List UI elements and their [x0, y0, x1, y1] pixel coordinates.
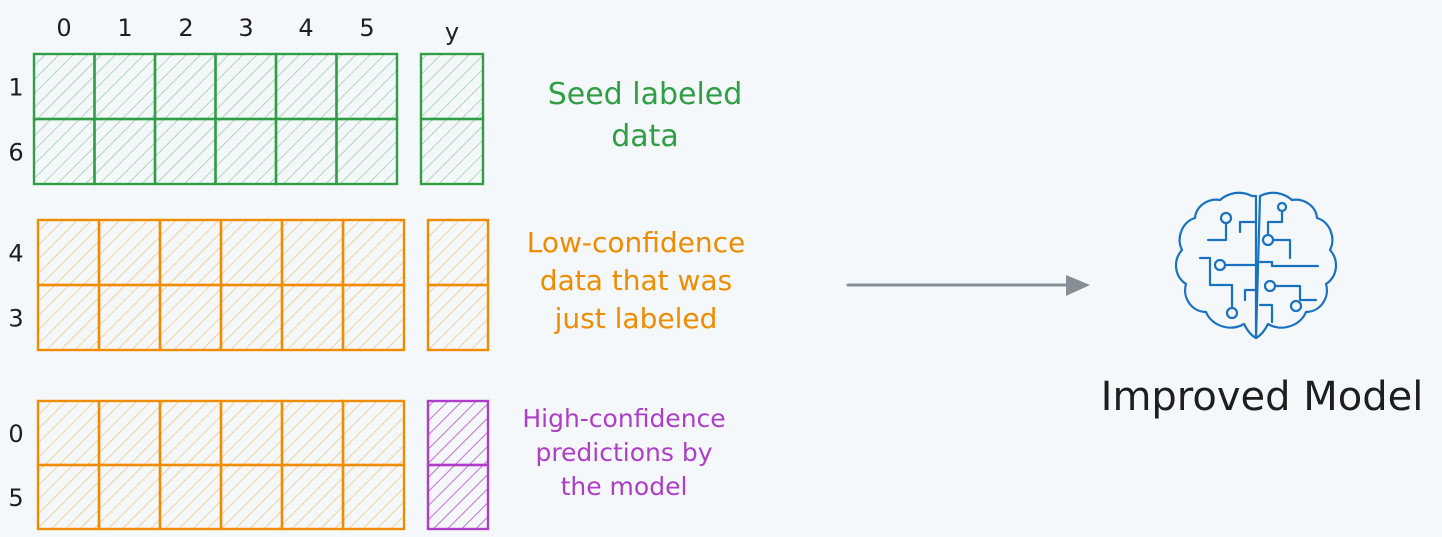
row-label-0: 0 — [8, 420, 23, 448]
flow-arrow — [846, 275, 1090, 296]
row-label-5: 5 — [8, 484, 23, 512]
column-header-4: 4 — [298, 14, 313, 42]
target-cell — [419, 117, 485, 186]
target-column-header: y — [445, 18, 459, 46]
row-label-1: 1 — [8, 74, 23, 102]
column-header-3: 3 — [238, 14, 253, 42]
row-label-3: 3 — [8, 305, 23, 333]
caption-low-line: Low-confidence — [527, 226, 746, 259]
caption-low-line: data that was — [540, 264, 732, 297]
row-label-6: 6 — [8, 139, 23, 167]
caption-high-line: the model — [561, 472, 688, 501]
target-cell — [426, 283, 490, 352]
caption-seed-line: data — [611, 119, 679, 154]
feature-cell — [335, 117, 399, 186]
column-header-0: 0 — [56, 14, 71, 42]
caption-low-line: just labeled — [554, 302, 718, 335]
feature-cell — [341, 463, 406, 531]
group-high: 0 5 High-confidence predictions by the model — [8, 399, 726, 531]
target-cell — [426, 463, 490, 531]
data-groups: 1 6 Seed labeled data 4 3 Low-confidence data t… — [8, 52, 746, 531]
caption-high-line: High-confidence — [522, 404, 725, 433]
brain-circuit-icon — [1175, 191, 1337, 340]
group-low: 4 3 Low-confidence data that was just labele… — [8, 218, 746, 352]
row-label-4: 4 — [8, 240, 23, 268]
column-header-2: 2 — [178, 14, 193, 42]
group-seed: 1 6 Seed labeled data — [8, 52, 743, 186]
feature-cell — [341, 283, 406, 352]
caption-high-line: predictions by — [535, 438, 712, 467]
column-header-1: 1 — [117, 14, 132, 42]
column-headers: 0 1 2 3 4 5 y — [56, 14, 459, 46]
caption-seed-line: Seed labeled — [548, 77, 743, 112]
column-header-5: 5 — [359, 14, 374, 42]
improved-model-label: Improved Model — [1101, 374, 1424, 420]
